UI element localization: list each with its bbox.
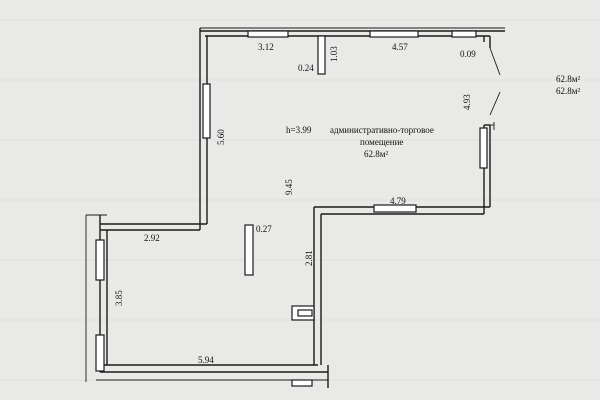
window-bottom-right bbox=[291, 379, 313, 387]
dim-top-small-v: 1.03 bbox=[329, 46, 339, 62]
window-right bbox=[479, 127, 488, 169]
window-left-lower-1 bbox=[95, 239, 105, 281]
legend-area-2: 62.8м² bbox=[556, 86, 580, 96]
dim-left-lower: 3.85 bbox=[114, 290, 124, 306]
dim-left-step: 2.92 bbox=[144, 233, 160, 243]
window-left-upper bbox=[202, 83, 211, 139]
legend-area-1: 62.8м² bbox=[556, 74, 580, 84]
niche-inner bbox=[297, 309, 313, 317]
columns bbox=[244, 35, 326, 321]
dim-mid-right: 4.79 bbox=[390, 196, 406, 206]
area-legend: 62.8м² 62.8м² bbox=[556, 74, 580, 96]
dim-top-left: 3.12 bbox=[258, 42, 274, 52]
dim-top-small-h: 0.24 bbox=[298, 63, 314, 73]
window-top-far-right bbox=[451, 30, 477, 38]
room-name-line2: помещение bbox=[360, 137, 403, 147]
room-name-line1: административно-торговое bbox=[330, 125, 434, 135]
window-middle bbox=[373, 204, 417, 213]
center-column bbox=[244, 224, 254, 276]
paper-grid bbox=[0, 19, 600, 381]
dim-column: 0.27 bbox=[256, 224, 272, 234]
room-label: h=3.99 административно-торговое помещени… bbox=[286, 125, 434, 159]
room-area: 62.8м² bbox=[364, 149, 388, 159]
dim-bottom: 5.94 bbox=[198, 355, 214, 365]
dim-right-upper: 4.93 bbox=[462, 94, 472, 110]
dim-mid-lower: 2.81 bbox=[304, 250, 314, 266]
dim-center-height: 9.45 bbox=[284, 179, 294, 195]
window-top-left bbox=[247, 30, 289, 38]
dim-top-right: 4.57 bbox=[392, 42, 408, 52]
window-top-right bbox=[369, 30, 419, 38]
top-pillar bbox=[317, 35, 326, 75]
windows bbox=[95, 30, 488, 387]
dimensions: 3.12 1.03 0.24 4.57 0.09 4.93 5.60 9.45 … bbox=[114, 42, 476, 365]
dim-left-upper: 5.60 bbox=[216, 129, 226, 145]
room-height: h=3.99 bbox=[286, 125, 312, 135]
window-left-lower-2 bbox=[95, 334, 105, 372]
dim-top-far-right: 0.09 bbox=[460, 49, 476, 59]
walls bbox=[85, 27, 505, 388]
